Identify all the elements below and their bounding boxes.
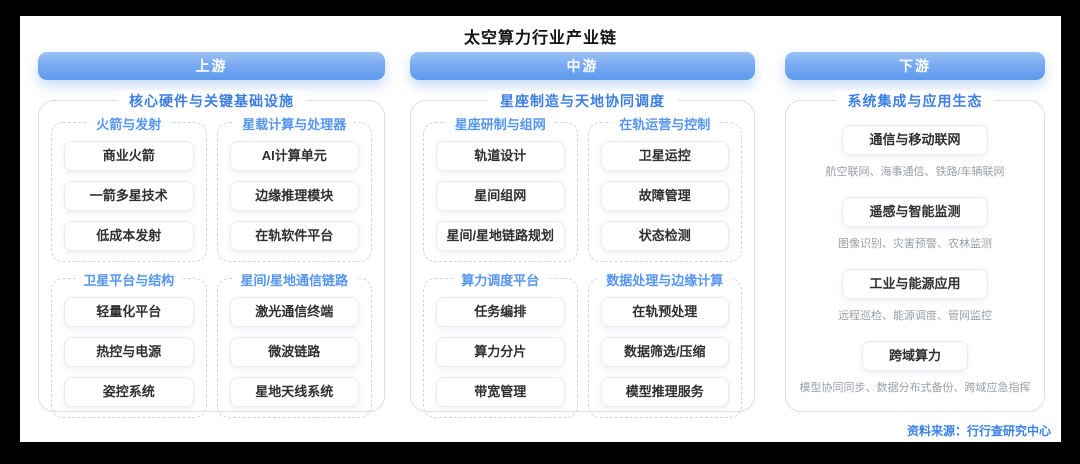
item-card: 星间/星地链路规划 bbox=[436, 221, 565, 251]
item-card: 卫星运控 bbox=[600, 141, 729, 171]
subgroup-title: 在轨运营与控制 bbox=[611, 114, 719, 133]
header-midstream: 中游 bbox=[410, 52, 755, 80]
item-card: AI计算单元 bbox=[229, 141, 359, 171]
group-title-upstream: 核心硬件与关键基础设施 bbox=[117, 91, 306, 111]
app-title-card: 工业与能源应用 bbox=[842, 269, 988, 299]
item-list: 激光通信终端 微波链路 星地天线系统 bbox=[229, 297, 359, 407]
subgroup-rocket-launch: 火箭与发射 商业火箭 一箭多星技术 低成本发射 bbox=[51, 114, 207, 262]
item-list: 轨道设计 星间组网 星间/星地链路规划 bbox=[436, 141, 565, 251]
group-upstream: 核心硬件与关键基础设施 火箭与发射 商业火箭 一箭多星技术 低成本发射 星载计算… bbox=[38, 91, 385, 418]
app-title-card: 遥感与智能监测 bbox=[842, 197, 988, 227]
source-note: 资料来源：行行查研究中心 bbox=[906, 424, 1051, 438]
app-caption: 图像识别、灾害预警、农林监测 bbox=[838, 238, 992, 250]
item-card: 激光通信终端 bbox=[229, 297, 359, 327]
item-card: 在轨软件平台 bbox=[229, 221, 359, 251]
group-title-midstream: 星座制造与天地协同调度 bbox=[488, 91, 677, 111]
app-caption: 航空联网、海事通信、铁路/车辆联网 bbox=[825, 166, 1005, 178]
item-card: 状态检测 bbox=[600, 221, 729, 251]
item-card: 低成本发射 bbox=[64, 221, 194, 251]
column-downstream: 下游 系统集成与应用生态 通信与移动联网 航空联网、海事通信、铁路/车辆联网 遥… bbox=[785, 52, 1045, 412]
subgroup-satellite-platform: 卫星平台与结构 轻量化平台 热控与电源 姿控系统 bbox=[51, 270, 207, 418]
subgroup-title: 星座研制与组网 bbox=[446, 114, 554, 133]
item-list: 在轨预处理 数据筛选/压缩 模型推理服务 bbox=[600, 297, 729, 407]
column-midstream: 中游 星座制造与天地协同调度 星座研制与组网 轨道设计 星间组网 星间/星地链路… bbox=[410, 52, 755, 418]
group-midstream: 星座制造与天地协同调度 星座研制与组网 轨道设计 星间组网 星间/星地链路规划 … bbox=[410, 91, 755, 418]
header-downstream: 下游 bbox=[785, 52, 1045, 80]
subgroup-title: 数据处理与边缘计算 bbox=[598, 270, 732, 289]
item-card: 商业火箭 bbox=[64, 141, 194, 171]
app-remote-sensing: 遥感与智能监测 图像识别、灾害预警、农林监测 bbox=[796, 197, 1034, 251]
item-card: 数据筛选/压缩 bbox=[600, 337, 729, 367]
subgroup-orbit-operations: 在轨运营与控制 卫星运控 故障管理 状态检测 bbox=[587, 114, 742, 262]
item-list: 任务编排 算力分片 带宽管理 bbox=[436, 297, 565, 407]
group-title-downstream: 系统集成与应用生态 bbox=[835, 91, 995, 111]
app-cross-domain-compute: 跨域算力 模型协同同步、数据分布式备份、跨域应急指挥 bbox=[796, 341, 1034, 395]
upstream-subgrid: 火箭与发射 商业火箭 一箭多星技术 低成本发射 星载计算与处理器 AI计算单元 … bbox=[39, 101, 384, 418]
item-card: 轻量化平台 bbox=[64, 297, 194, 327]
subgroup-onboard-computing: 星载计算与处理器 AI计算单元 边缘推理模块 在轨软件平台 bbox=[216, 114, 372, 262]
subgroup-constellation-networking: 星座研制与组网 轨道设计 星间组网 星间/星地链路规划 bbox=[423, 114, 578, 262]
item-card: 一箭多星技术 bbox=[64, 181, 194, 211]
item-card: 姿控系统 bbox=[64, 377, 194, 407]
item-card: 在轨预处理 bbox=[600, 297, 729, 327]
subgroup-title: 星间/星地通信链路 bbox=[232, 270, 357, 289]
subgroup-title: 火箭与发射 bbox=[88, 114, 170, 133]
item-card: 算力分片 bbox=[436, 337, 565, 367]
item-card: 星地天线系统 bbox=[229, 377, 359, 407]
item-card: 故障管理 bbox=[600, 181, 729, 211]
item-card: 星间组网 bbox=[436, 181, 565, 211]
item-card: 热控与电源 bbox=[64, 337, 194, 367]
page-title: 太空算力行业产业链 bbox=[463, 30, 617, 47]
diagram-canvas: 太空算力行业产业链 上游 核心硬件与关键基础设施 火箭与发射 商业火箭 一箭多星… bbox=[20, 16, 1061, 442]
subgroup-compute-scheduling: 算力调度平台 任务编排 算力分片 带宽管理 bbox=[423, 270, 578, 418]
app-comm-mobile: 通信与移动联网 航空联网、海事通信、铁路/车辆联网 bbox=[796, 125, 1034, 179]
item-card: 带宽管理 bbox=[436, 377, 565, 407]
item-card: 轨道设计 bbox=[436, 141, 565, 171]
item-list: 轻量化平台 热控与电源 姿控系统 bbox=[64, 297, 194, 407]
item-list: AI计算单元 边缘推理模块 在轨软件平台 bbox=[229, 141, 359, 251]
downstream-apps: 通信与移动联网 航空联网、海事通信、铁路/车辆联网 遥感与智能监测 图像识别、灾… bbox=[786, 101, 1044, 411]
app-title-card: 通信与移动联网 bbox=[842, 125, 988, 155]
app-title-card: 跨域算力 bbox=[861, 341, 968, 371]
item-card: 任务编排 bbox=[436, 297, 565, 327]
item-list: 卫星运控 故障管理 状态检测 bbox=[600, 141, 729, 251]
item-list: 商业火箭 一箭多星技术 低成本发射 bbox=[64, 141, 194, 251]
subgroup-comm-links: 星间/星地通信链路 激光通信终端 微波链路 星地天线系统 bbox=[216, 270, 372, 418]
column-upstream: 上游 核心硬件与关键基础设施 火箭与发射 商业火箭 一箭多星技术 低成本发射 星… bbox=[38, 52, 385, 418]
app-caption: 模型协同同步、数据分布式备份、跨域应急指挥 bbox=[799, 382, 1031, 394]
app-industry-energy: 工业与能源应用 远程巡检、能源调度、管网监控 bbox=[796, 269, 1034, 323]
subgroup-title: 星载计算与处理器 bbox=[234, 114, 355, 133]
item-card: 边缘推理模块 bbox=[229, 181, 359, 211]
subgroup-title: 算力调度平台 bbox=[453, 270, 548, 289]
item-card: 模型推理服务 bbox=[600, 377, 729, 407]
midstream-subgrid: 星座研制与组网 轨道设计 星间组网 星间/星地链路规划 在轨运营与控制 卫星运控… bbox=[411, 101, 754, 418]
subgroup-title: 卫星平台与结构 bbox=[75, 270, 183, 289]
app-caption: 远程巡检、能源调度、管网监控 bbox=[838, 310, 992, 322]
group-downstream: 系统集成与应用生态 通信与移动联网 航空联网、海事通信、铁路/车辆联网 遥感与智… bbox=[785, 91, 1045, 412]
subgroup-data-edge-computing: 数据处理与边缘计算 在轨预处理 数据筛选/压缩 模型推理服务 bbox=[587, 270, 742, 418]
header-upstream: 上游 bbox=[38, 52, 385, 80]
item-card: 微波链路 bbox=[229, 337, 359, 367]
